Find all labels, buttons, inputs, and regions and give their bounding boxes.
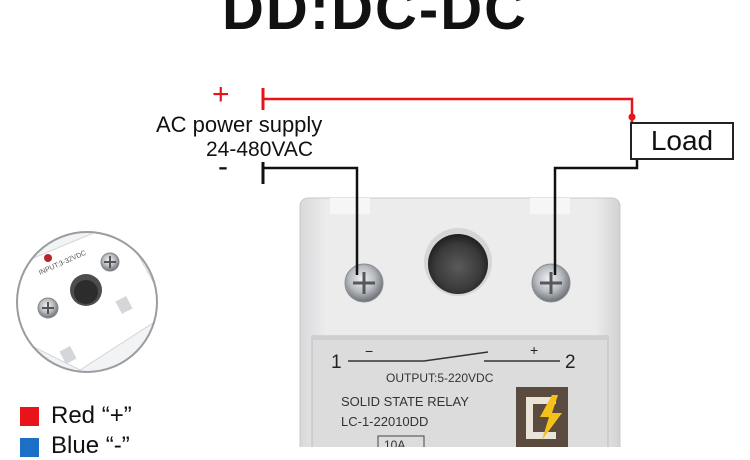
supply-negative-sign: - [218,150,228,183]
relay-model: LC-1-22010DD [341,414,428,429]
screw-terminal-left [344,263,384,303]
relay-label: SOLID STATE RELAY LC-1-22010DD 10A [341,394,469,447]
legend-red-label: Red “+” [51,402,132,429]
manufacturer-logo-icon [516,387,568,447]
mounting-hole [424,228,492,296]
legend-blue-label: Blue “-” [51,432,130,459]
legend-blue-swatch [20,438,39,457]
supply-label: AC power supply [156,112,323,137]
supply-voltage-range: 24-480VAC [206,138,314,161]
terminal-1-label: 1 [331,352,342,373]
relay-switch-symbol: 1 − + 2 OUTPUT:5-220VDC [331,342,576,385]
wiring-diagram: 1 − + 2 OUTPUT:5-220VDC SOLID STATE RELA… [16,88,639,447]
screw-terminal-right [531,263,571,303]
relay-current-rating: 10A [384,438,405,447]
relay-type: SOLID STATE RELAY [341,394,469,409]
relay-body [299,197,621,447]
legend-red-swatch [20,407,39,426]
negative-wire [261,160,639,275]
positive-wire [261,88,636,122]
load-box: Load [630,122,734,160]
supply-positive-sign: + [212,78,230,111]
output-rating: OUTPUT:5-220VDC [386,371,494,385]
terminal-1-polarity: − [365,343,373,359]
diagram-title: DD:DC-DC [222,0,528,42]
terminal-2-polarity: + [530,342,538,358]
input-terminal-inset: INPUT:3-32VDC [16,231,158,373]
terminal-2-label: 2 [565,352,576,373]
